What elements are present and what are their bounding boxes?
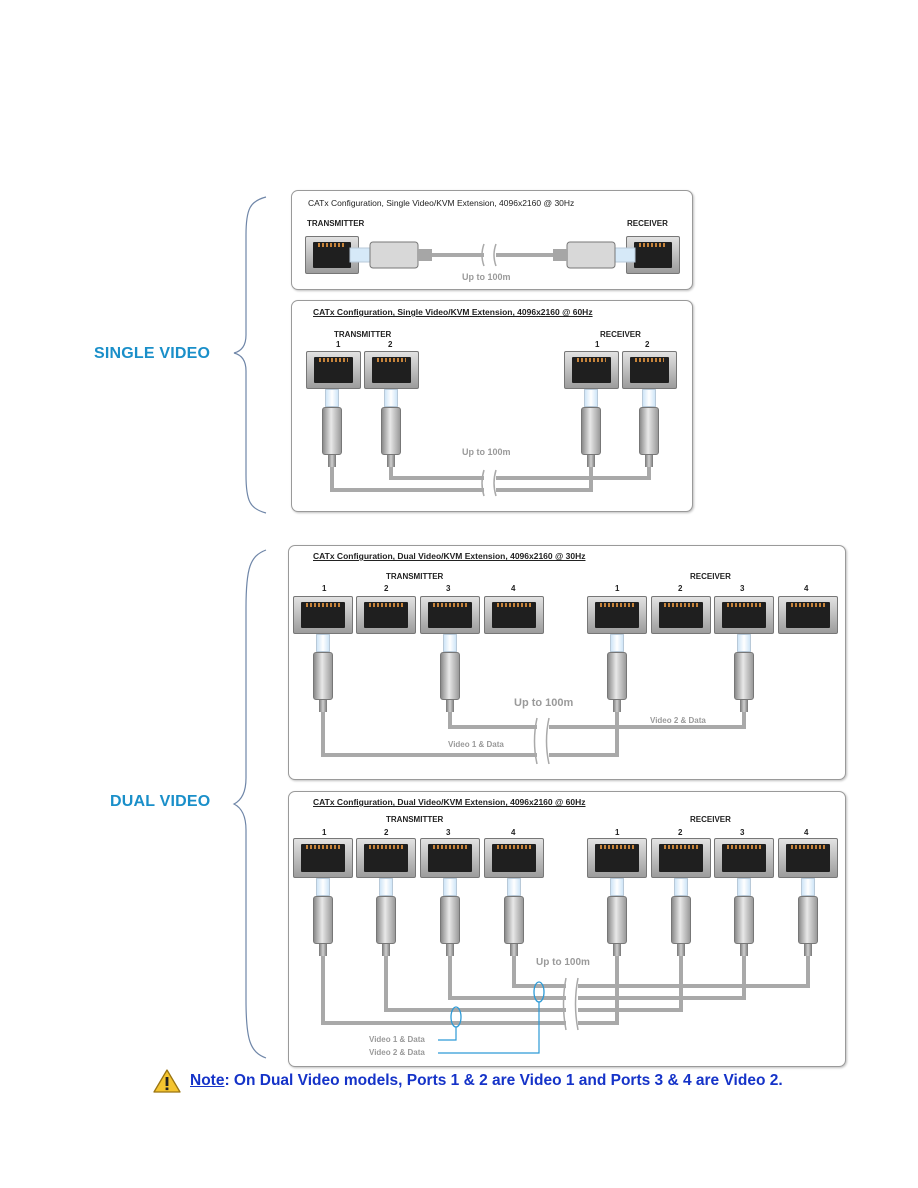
warning-icon bbox=[153, 1069, 181, 1093]
port-number: 2 bbox=[384, 828, 389, 837]
receiver-label: RECEIVER bbox=[627, 219, 668, 228]
rj45-port bbox=[293, 596, 353, 634]
port-number: 3 bbox=[446, 584, 451, 593]
distance-label: Up to 100m bbox=[462, 447, 511, 457]
port-number: 1 bbox=[322, 828, 327, 837]
port-number: 1 bbox=[336, 340, 341, 349]
note-body: : On Dual Video models, Ports 1 & 2 are … bbox=[224, 1072, 783, 1089]
note: Note: On Dual Video models, Ports 1 & 2 … bbox=[152, 1068, 783, 1094]
port-number: 1 bbox=[595, 340, 600, 349]
note-label: Note bbox=[190, 1072, 225, 1089]
port-number: 4 bbox=[804, 584, 809, 593]
receiver-label: RECEIVER bbox=[690, 815, 731, 824]
port-number: 3 bbox=[740, 828, 745, 837]
dual-video-brace bbox=[232, 549, 267, 1059]
port-number: 2 bbox=[645, 340, 650, 349]
rj45-port bbox=[364, 351, 419, 389]
receiver-label: RECEIVER bbox=[600, 330, 641, 339]
single-video-label: SINGLE VIDEO bbox=[94, 345, 211, 362]
port-number: 3 bbox=[740, 584, 745, 593]
link-label-video2: Video 2 & Data bbox=[650, 716, 706, 725]
rj45-port bbox=[420, 838, 480, 878]
rj45-port bbox=[587, 596, 647, 634]
rj45-port bbox=[420, 596, 480, 634]
receiver-label: RECEIVER bbox=[690, 572, 731, 581]
panel-title: CATx Configuration, Dual Video/KVM Exten… bbox=[313, 551, 586, 561]
port-number: 2 bbox=[678, 828, 683, 837]
rj45-port bbox=[778, 838, 838, 878]
rj45-port bbox=[651, 838, 711, 878]
port-number: 1 bbox=[322, 584, 327, 593]
distance-label: Up to 100m bbox=[514, 697, 574, 709]
link-label-video1: Video 1 & Data bbox=[369, 1035, 425, 1044]
port-number: 2 bbox=[388, 340, 393, 349]
panel-title: CATx Configuration, Single Video/KVM Ext… bbox=[308, 198, 575, 208]
port-number: 2 bbox=[678, 584, 683, 593]
transmitter-label: TRANSMITTER bbox=[334, 330, 392, 339]
distance-label: Up to 100m bbox=[462, 272, 511, 282]
port-number: 4 bbox=[804, 828, 809, 837]
rj45-port bbox=[778, 596, 838, 634]
rj45-port bbox=[356, 838, 416, 878]
rj45-port bbox=[484, 596, 544, 634]
link-label-video2: Video 2 & Data bbox=[369, 1048, 425, 1057]
panel-title: CATx Configuration, Dual Video/KVM Exten… bbox=[313, 797, 586, 807]
transmitter-label: TRANSMITTER bbox=[386, 572, 444, 581]
panel-title: CATx Configuration, Single Video/KVM Ext… bbox=[313, 307, 593, 317]
port-number: 4 bbox=[511, 584, 516, 593]
transmitter-label: TRANSMITTER bbox=[386, 815, 444, 824]
rj45-port bbox=[587, 838, 647, 878]
port-number: 4 bbox=[511, 828, 516, 837]
distance-label: Up to 100m bbox=[536, 957, 590, 968]
transmitter-label: TRANSMITTER bbox=[307, 219, 365, 228]
rj45-port bbox=[626, 236, 680, 274]
rj45-port bbox=[484, 838, 544, 878]
port-number: 1 bbox=[615, 828, 620, 837]
rj45-port bbox=[293, 838, 353, 878]
port-number: 1 bbox=[615, 584, 620, 593]
dual-video-label: DUAL VIDEO bbox=[110, 793, 211, 810]
rj45-port bbox=[356, 596, 416, 634]
rj45-port bbox=[622, 351, 677, 389]
link-label-video1: Video 1 & Data bbox=[448, 740, 504, 749]
rj45-port bbox=[714, 596, 774, 634]
rj45-port bbox=[714, 838, 774, 878]
port-number: 3 bbox=[446, 828, 451, 837]
single-video-brace bbox=[233, 196, 267, 514]
rj45-port bbox=[564, 351, 619, 389]
port-number: 2 bbox=[384, 584, 389, 593]
note-text: Note: On Dual Video models, Ports 1 & 2 … bbox=[190, 1072, 783, 1090]
rj45-port bbox=[651, 596, 711, 634]
rj45-port bbox=[306, 351, 361, 389]
